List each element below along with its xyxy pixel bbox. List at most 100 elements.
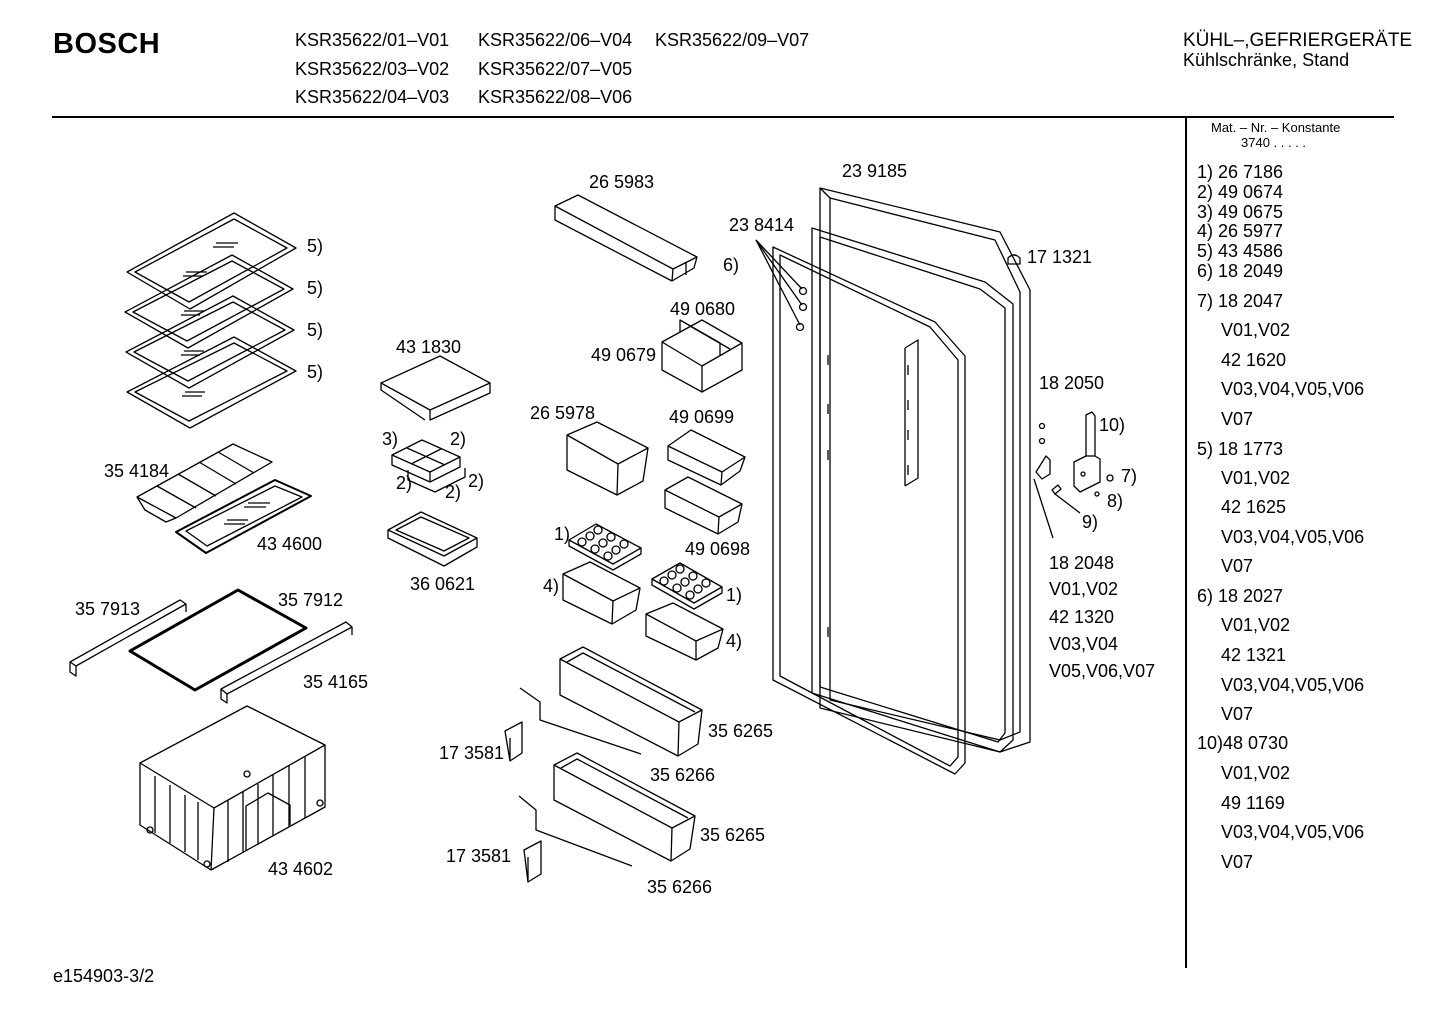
egg-tray [651,562,723,610]
model-number: KSR35622/06–V04 [478,30,633,50]
side-rail-left [69,599,187,677]
part-label: 23 9185 [842,161,908,181]
part-label: 49 0699 [669,407,735,427]
door-panel [819,187,1031,753]
part-label: 8) [1107,491,1124,511]
bin-end-cap [504,687,642,762]
dairy-shelf [380,355,491,421]
legend-entry: V03,V04,V05,V06 [1221,527,1365,547]
part-label: 5) [307,320,324,340]
part-label: 35 7913 [75,599,141,619]
part-label: 2) [468,471,485,491]
part-label: 35 4184 [104,461,170,481]
header-divider [52,116,1394,118]
model-number: KSR35622/07–V05 [478,59,633,79]
small-door-box [562,561,641,625]
glass-shelf [125,295,295,389]
glass-shelf [126,336,297,429]
legend-mat-title: Mat. – Nr. – Konstante [1211,120,1341,135]
legend-entry: V01,V02 [1221,763,1291,783]
legend-entry: V03,V04,V05,V06 [1221,675,1365,695]
part-label: 3) [382,429,399,449]
butter-tray [387,511,478,567]
legend-entry: 5) 18 1773 [1197,439,1284,459]
legend-entry: 6) 18 2049 [1197,261,1284,281]
part-label: V03,V04 [1049,634,1119,654]
dairy-compartment-box [661,319,743,393]
legend-entry: 7) 18 2047 [1197,291,1284,311]
legend-entry: 10)48 0730 [1197,733,1289,753]
legend-entry: V01,V02 [1221,615,1291,635]
glass-shelf [124,254,294,349]
legend-entry: 42 1620 [1221,350,1287,370]
door-box-small [664,476,743,535]
part-label: 35 4165 [303,672,369,692]
part-label: 7) [1121,466,1138,486]
part-label: 49 0680 [670,299,736,319]
part-label: 43 1830 [396,337,462,357]
part-label: 4) [726,631,743,651]
legend-entry: V07 [1221,409,1254,429]
hinge-cap-icon [1007,254,1021,265]
part-label: 5) [307,236,324,256]
part-label: 35 7912 [278,590,344,610]
legend-entry: 5) 43 4586 [1197,241,1284,261]
bin-end-cap [518,795,633,883]
part-label: 2) [445,482,462,502]
part-label: 10) [1099,415,1126,435]
legend-entry: V03,V04,V05,V06 [1221,379,1365,399]
legend-entry: 4) 26 5977 [1197,221,1284,241]
part-label: 17 3581 [446,846,512,866]
crisper-drawer [139,705,326,871]
side-rail-right [220,621,353,704]
legend-entry: V07 [1221,556,1254,576]
legend-entry: 49 1169 [1221,793,1285,813]
part-label: 17 1321 [1027,247,1093,267]
part-label: V05,V06,V07 [1049,661,1156,681]
part-label: 43 4600 [257,534,323,554]
part-label: 49 0679 [591,345,657,365]
legend-divider [1185,116,1187,968]
screw-set [755,239,808,332]
part-label: 1) [726,585,743,605]
part-label: 36 0621 [410,574,476,594]
part-label: 1) [554,524,571,544]
crisper-cover-frame [136,443,273,523]
part-label: 17 3581 [439,743,505,763]
part-label: 35 6265 [708,721,774,741]
part-label: 43 4602 [268,859,334,879]
door-bin-top [554,194,698,282]
model-number: KSR35622/04–V03 [295,87,450,107]
document-code: e154903-3/2 [53,966,155,986]
part-label: 6) [723,255,740,275]
door-inner-profile [827,339,919,637]
small-box-insert [391,439,466,493]
part-label: 23 8414 [729,215,795,235]
glass-shelf [126,212,297,310]
part-label: 26 5983 [589,172,655,192]
part-label: 49 0698 [685,539,751,559]
part-label: V01,V02 [1049,579,1119,599]
category-title: KÜHL–,GEFRIERGERÄTE [1183,30,1413,51]
door-box-small [667,429,746,486]
legend-entry: V01,V02 [1221,468,1291,488]
legend-entry: 42 1625 [1221,497,1287,517]
legend-entry: V07 [1221,852,1254,872]
part-label: 26 5978 [530,403,596,423]
legend-entry: 6) 18 2027 [1197,586,1284,606]
part-label: 18 2050 [1039,373,1105,393]
legend-entry: 2) 49 0674 [1197,182,1284,202]
model-number: KSR35622/08–V06 [478,87,633,107]
egg-tray [568,523,642,571]
part-label: 2) [396,473,413,493]
door-gasket [772,227,1014,775]
door-bin-large [553,752,696,862]
legend-entry: V07 [1221,704,1254,724]
cover-plate [128,588,308,692]
small-door-box [645,602,724,661]
part-label: 35 6266 [647,877,713,897]
model-number: KSR35622/03–V02 [295,59,450,79]
part-label: 5) [307,362,324,382]
door-box-small [566,421,649,496]
